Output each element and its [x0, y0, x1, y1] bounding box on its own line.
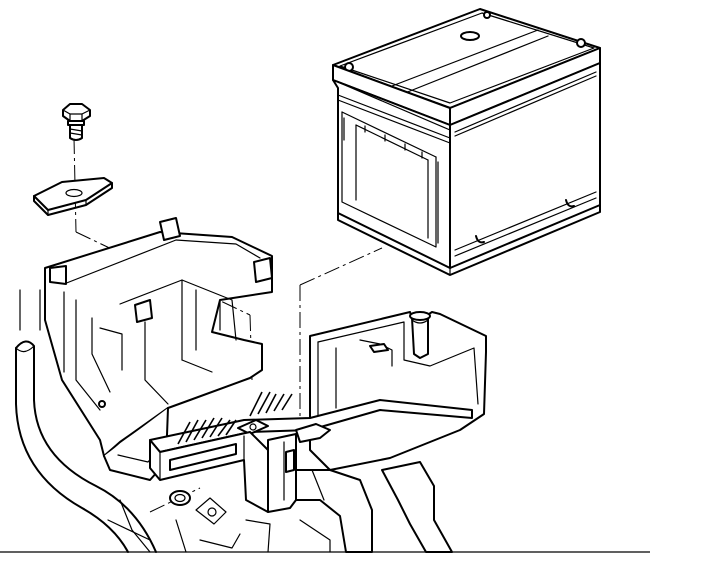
tray-icon	[149, 311, 487, 513]
bolt-icon	[62, 103, 91, 141]
hose-icon	[15, 289, 157, 553]
bracket-icon	[44, 217, 273, 481]
tray-ribs	[177, 391, 293, 445]
battery-icon	[332, 8, 601, 276]
clamp-icon	[33, 177, 113, 216]
